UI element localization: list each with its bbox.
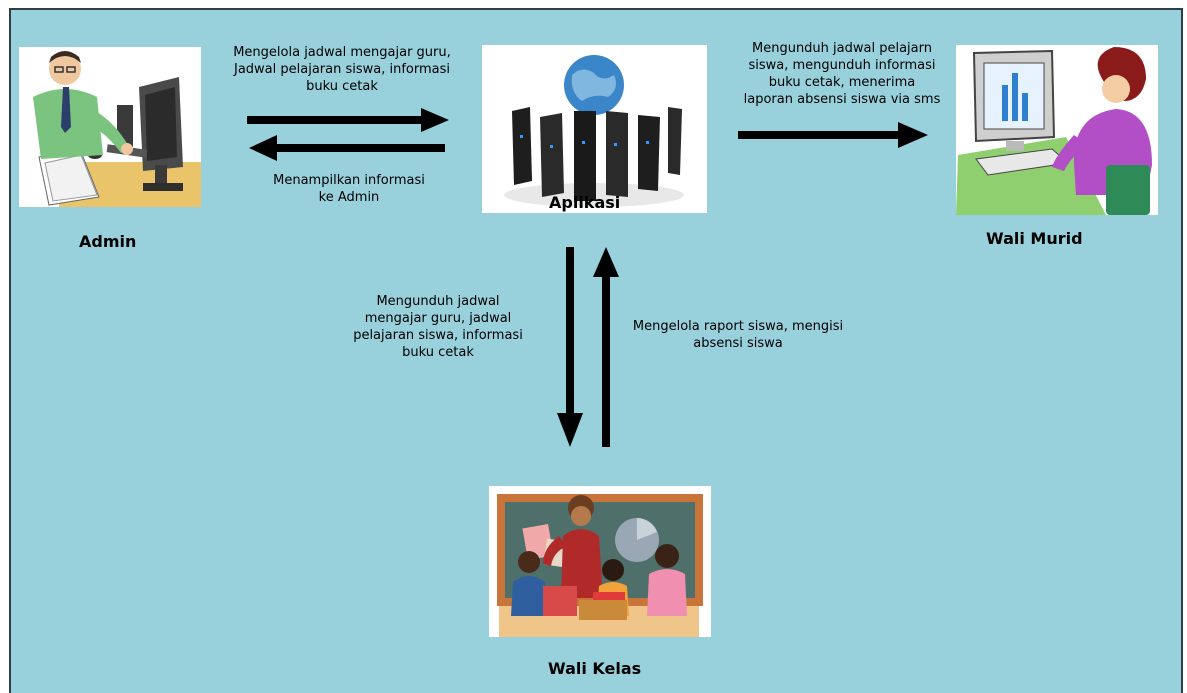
wali-kelas-classroom-icon — [497, 494, 703, 637]
node-label-admin: Admin — [79, 232, 137, 251]
arrow-aplikasi-to-admin — [249, 135, 445, 161]
edge-text-line: buku cetak — [306, 79, 378, 94]
arrow-wali-kelas-to-aplikasi — [593, 247, 619, 447]
admin-computer-icon — [33, 51, 201, 207]
edge-text-aplikasi-to-admin: Menampilkan informasi ke Admin — [251, 172, 447, 206]
wali-kelas-illustration — [489, 486, 711, 637]
edge-text-line: Jadwal pelajaran siswa, informasi — [233, 62, 451, 77]
edge-text-admin-to-aplikasi: Mengelola jadwal mengajar guru, Jadwal p… — [211, 44, 473, 95]
server-globe-icon — [504, 55, 684, 207]
edge-text-line: laporan absensi siswa via sms — [743, 92, 941, 107]
edge-text-line: pelajaran siswa, informasi — [353, 328, 523, 343]
edge-text-wali-kelas-to-aplikasi: Mengelola raport siswa, mengisi absensi … — [614, 318, 862, 352]
edge-text-line: Mengelola jadwal mengajar guru, — [233, 45, 451, 60]
arrow-aplikasi-to-wali-kelas — [557, 247, 583, 447]
edge-text-line: buku cetak — [402, 345, 474, 360]
edge-text-line: mengajar guru, jadwal — [364, 311, 512, 326]
edge-text-aplikasi-to-wali-kelas: Mengunduh jadwal mengajar guru, jadwal p… — [332, 293, 544, 361]
node-label-wali-murid: Wali Murid — [986, 229, 1083, 248]
edge-text-line: Mengunduh jadwal — [376, 294, 500, 309]
edge-text-aplikasi-to-wali-murid: Mengunduh jadwal pelajarn siswa, mengund… — [724, 40, 960, 108]
edge-text-line: Mengelola raport siswa, mengisi — [632, 319, 844, 334]
edge-text-line: Mengunduh jadwal pelajarn — [752, 41, 932, 56]
admin-illustration — [19, 47, 201, 207]
edge-text-line: Menampilkan informasi — [273, 173, 425, 188]
edge-text-line: buku cetak, menerima — [768, 75, 916, 90]
wali-murid-computer-icon — [956, 47, 1152, 215]
edge-text-line: ke Admin — [318, 190, 380, 205]
arrow-aplikasi-to-wali-murid — [738, 122, 928, 148]
wali-murid-illustration — [956, 45, 1158, 215]
edge-text-line: siswa, mengunduh informasi — [748, 58, 936, 73]
node-label-wali-kelas: Wali Kelas — [548, 659, 642, 678]
node-label-aplikasi: Aplikasi — [549, 193, 621, 212]
edge-text-line: absensi siswa — [693, 336, 783, 351]
aplikasi-illustration — [482, 45, 707, 213]
arrow-admin-to-aplikasi — [247, 108, 449, 132]
